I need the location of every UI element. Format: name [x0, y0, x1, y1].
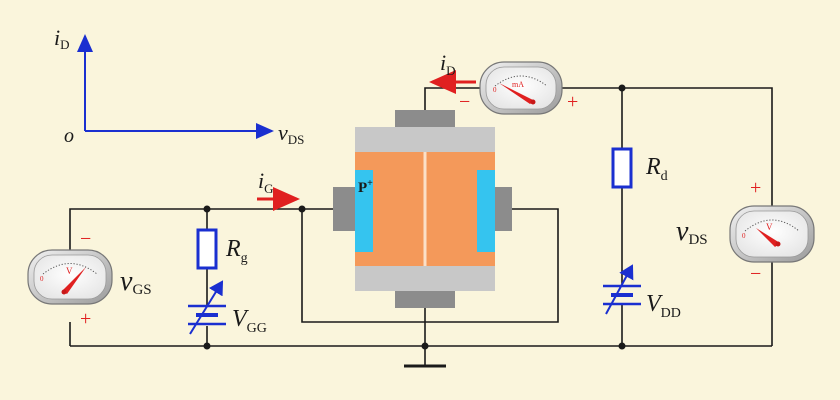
origin-label: o	[64, 125, 74, 147]
vds-label: vDS	[676, 216, 708, 248]
vgs-plus-sign: +	[80, 308, 91, 330]
meter-needle	[62, 267, 86, 294]
meter-pivot	[775, 241, 781, 247]
battery-vgg: VGG	[188, 280, 267, 336]
drain-contact	[355, 127, 495, 152]
junction-dot	[298, 205, 306, 213]
source-contact	[355, 266, 495, 291]
meter-zero: 0	[493, 86, 497, 94]
meter-needle	[499, 83, 535, 104]
resistor-rd: Rd	[611, 147, 668, 189]
voltmeter-ds: 0 V + −	[729, 177, 815, 285]
battery-vdd: VDD	[603, 264, 681, 321]
wire-gate-top	[69, 208, 333, 250]
meter-scale-arc	[744, 219, 800, 232]
id-current-label: iD	[440, 50, 456, 78]
vgg-label: VGG	[232, 306, 267, 336]
vgs-label: vGS	[120, 266, 152, 298]
vds-minus-sign: −	[750, 263, 761, 285]
ammeter-plus-sign: +	[567, 91, 578, 113]
right-gate-electrode	[495, 187, 512, 231]
wire-ammeter-right	[562, 87, 773, 206]
resistor-rg-body	[196, 228, 218, 270]
rg-label: Rg	[225, 236, 248, 266]
vdd-adjust-arrow	[605, 264, 634, 315]
meter-unit: V	[66, 266, 73, 276]
wire-drain-top	[424, 87, 480, 112]
resistor-rg: Rg	[196, 228, 248, 270]
y-axis-label: iD	[54, 25, 70, 52]
jfet-device: P+	[333, 110, 512, 308]
ig-current-label: iG	[258, 168, 274, 196]
vdd-label: VDD	[646, 291, 681, 321]
current-arrows: iD iG	[257, 50, 476, 211]
meter-unit: V	[766, 222, 773, 232]
meter-needle	[756, 228, 780, 247]
meter-zero: 0	[742, 232, 746, 240]
meter-scale-arc	[494, 75, 548, 87]
junction-dot	[618, 342, 626, 350]
meter-pivot	[530, 99, 536, 105]
right-p-region	[477, 170, 495, 252]
meter-zero: 0	[40, 275, 44, 283]
wire-gate-loop	[301, 208, 559, 323]
meter-pivot	[61, 289, 67, 295]
left-gate-electrode	[333, 187, 355, 231]
meter-unit: mA	[512, 80, 524, 89]
vds-plus-sign: +	[750, 177, 761, 199]
ammeter: 0 mA − +	[459, 61, 578, 115]
junction-dots	[203, 84, 626, 350]
axes: o iD vDS	[54, 25, 304, 147]
left-p-region	[355, 170, 373, 252]
junction-dot	[203, 342, 211, 350]
junction-dot	[618, 84, 626, 92]
meter-face	[485, 66, 557, 110]
drain-electrode	[395, 110, 455, 127]
p-plus-label: P+	[358, 178, 373, 196]
voltmeter-gs: 0 V − +	[27, 228, 113, 330]
meter-face	[735, 210, 809, 258]
source-electrode	[395, 291, 455, 308]
junction-dot	[203, 205, 211, 213]
resistor-rd-body	[611, 147, 633, 189]
rd-label: Rd	[645, 154, 668, 184]
vgs-minus-sign: −	[80, 228, 91, 250]
x-axis-label: vDS	[278, 120, 304, 147]
meter-face	[33, 254, 107, 300]
vgg-adjust-arrow	[189, 280, 224, 335]
ammeter-minus-sign: −	[459, 91, 470, 113]
junction-dot	[421, 342, 429, 350]
